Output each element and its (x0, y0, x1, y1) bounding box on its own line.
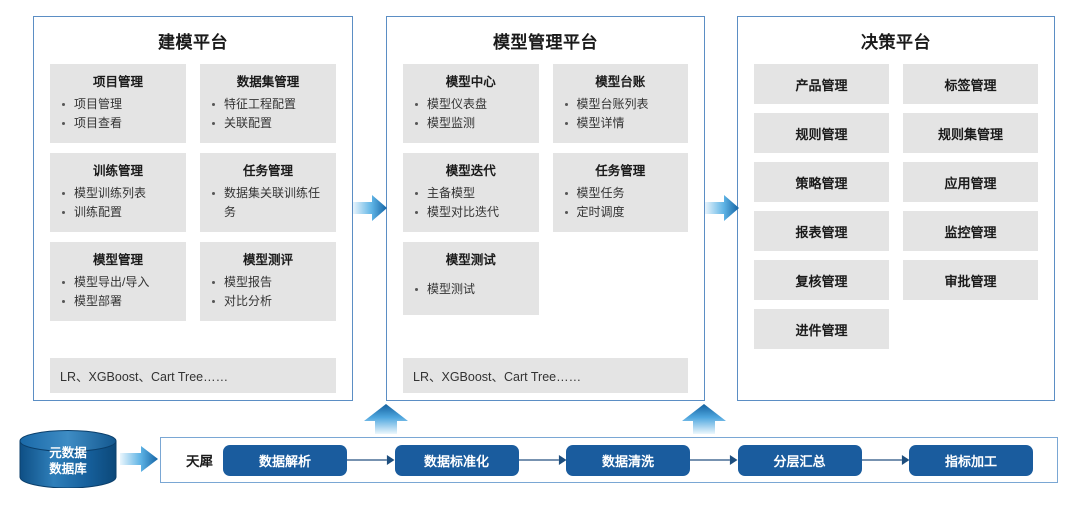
data-pipeline-container: 天犀 数据解析 数据标准化 数据清洗 分层汇总 (160, 437, 1058, 483)
card-title: 任务管理 (595, 163, 646, 178)
card-item-list: 模型测试 (413, 280, 529, 299)
tile-grid: 产品管理 标签管理 规则管理 规则集管理 策略管理 应用管理 报表管理 监控管理… (754, 64, 1038, 349)
card-title: 模型测试 (445, 252, 496, 267)
card-task-management[interactable]: 任务管理 模型任务 定时调度 (552, 152, 688, 232)
arrow-right-icon-db-to-pipeline (120, 445, 158, 473)
pipeline-connector-arrow-4 (861, 445, 909, 476)
list-item[interactable]: 特征工程配置 (210, 95, 326, 114)
list-item[interactable]: 模型部署 (60, 292, 176, 311)
card-title: 项目管理 (92, 75, 143, 89)
card-model-management[interactable]: 模型管理 模型导出/导入 模型部署 (50, 241, 186, 321)
panel-title: 决策平台 (861, 33, 931, 52)
list-item[interactable]: 模型监测 (413, 114, 529, 133)
list-item[interactable]: 模型测试 (413, 280, 529, 299)
list-item[interactable]: 关联配置 (210, 114, 326, 133)
card-training-management[interactable]: 训练管理 模型训练列表 训练配置 (50, 152, 186, 232)
card-task-management[interactable]: 任务管理 数据集关联训练任务 (200, 152, 336, 232)
list-item[interactable]: 对比分析 (210, 292, 326, 311)
panel-title: 模型管理平台 (493, 33, 598, 52)
tile-approval-management[interactable]: 审批管理 (903, 260, 1038, 300)
pipeline-step-data-standardization[interactable]: 数据标准化 (394, 444, 519, 476)
metadata-database-cylinder: 元数据 数据库 (18, 430, 118, 489)
pipeline-step-data-parsing[interactable]: 数据解析 (223, 444, 347, 476)
card-model-evaluation[interactable]: 模型测评 模型报告 对比分析 (200, 241, 336, 321)
tile-review-management[interactable]: 复核管理 (754, 260, 889, 300)
list-item[interactable]: 模型对比迭代 (413, 203, 529, 222)
card-title: 模型中心 (445, 75, 496, 89)
card-item-list: 模型报告 对比分析 (210, 273, 326, 312)
pipeline-system-label: 天犀 (186, 454, 213, 469)
card-item-list: 模型台账列表 模型详情 (563, 95, 679, 134)
pipeline-connector-arrow-3 (690, 445, 738, 476)
tile-ruleset-management[interactable]: 规则集管理 (903, 113, 1038, 153)
arrow-right-icon-model-to-decision (705, 194, 739, 222)
card-grid: 项目管理 项目管理 项目查看 数据集管理 特征工程配置 关联配置 训练管理 模型… (50, 64, 336, 321)
tile-intake-management[interactable]: 进件管理 (754, 309, 889, 349)
tile-product-management[interactable]: 产品管理 (754, 64, 889, 104)
card-project-management[interactable]: 项目管理 项目管理 项目查看 (50, 64, 186, 143)
tile-monitor-management[interactable]: 监控管理 (903, 211, 1038, 251)
tile-report-management[interactable]: 报表管理 (754, 211, 889, 251)
tile-placeholder (903, 309, 1038, 349)
card-item-list: 项目管理 项目查看 (60, 95, 176, 134)
arrow-right-icon-modeling-to-model (353, 194, 387, 222)
list-item[interactable]: 定时调度 (563, 203, 679, 222)
card-title: 模型测评 (242, 252, 293, 267)
pipeline-step-layered-aggregation[interactable]: 分层汇总 (737, 444, 862, 476)
panel-modeling-platform: 建模平台 项目管理 项目管理 项目查看 数据集管理 特征工程配置 关联配置 训练… (33, 16, 353, 401)
list-item[interactable]: 项目管理 (60, 95, 176, 114)
card-item-list: 数据集关联训练任务 (210, 184, 326, 223)
list-item[interactable]: 模型台账列表 (563, 95, 679, 114)
card-model-center[interactable]: 模型中心 模型仪表盘 模型监测 (403, 64, 539, 143)
pipeline-step-metric-processing[interactable]: 指标加工 (909, 444, 1033, 476)
arrow-up-icon-pipeline-to-model-mgmt (682, 404, 726, 434)
list-item[interactable]: 模型详情 (563, 114, 679, 133)
card-item-list: 模型导出/导入 模型部署 (60, 273, 176, 312)
list-item[interactable]: 模型任务 (563, 184, 679, 203)
tile-strategy-management[interactable]: 策略管理 (754, 162, 889, 202)
card-item-list: 模型训练列表 训练配置 (60, 184, 176, 223)
tile-application-management[interactable]: 应用管理 (903, 162, 1038, 202)
card-title: 任务管理 (242, 163, 293, 178)
pipeline-step-data-cleaning[interactable]: 数据清洗 (566, 444, 690, 476)
card-model-test[interactable]: 模型测试 模型测试 (403, 241, 539, 315)
list-item[interactable]: 模型导出/导入 (60, 273, 176, 292)
card-title: 模型台账 (595, 75, 646, 89)
pipeline-connector-arrow-2 (518, 445, 566, 476)
list-item[interactable]: 模型训练列表 (60, 184, 176, 203)
card-title: 数据集管理 (236, 75, 300, 89)
list-item[interactable]: 训练配置 (60, 203, 176, 222)
algorithm-bar: LR、XGBoost、Cart Tree…… (403, 358, 688, 393)
card-item-list: 主备模型 模型对比迭代 (413, 184, 529, 223)
pipeline-connector-arrow-1 (347, 445, 395, 476)
algorithm-bar: LR、XGBoost、Cart Tree…… (50, 358, 336, 393)
card-title: 模型迭代 (445, 163, 496, 178)
card-item-list: 模型仪表盘 模型监测 (413, 95, 529, 134)
list-item[interactable]: 数据集关联训练任务 (210, 184, 326, 223)
card-model-ledger[interactable]: 模型台账 模型台账列表 模型详情 (552, 64, 688, 143)
card-model-iteration[interactable]: 模型迭代 主备模型 模型对比迭代 (403, 152, 539, 232)
list-item[interactable]: 模型报告 (210, 273, 326, 292)
card-title: 模型管理 (92, 252, 143, 267)
card-item-list: 特征工程配置 关联配置 (210, 95, 326, 134)
list-item[interactable]: 主备模型 (413, 184, 529, 203)
card-dataset-management[interactable]: 数据集管理 特征工程配置 关联配置 (200, 64, 336, 143)
list-item[interactable]: 模型仪表盘 (413, 95, 529, 114)
list-item[interactable]: 项目查看 (60, 114, 176, 133)
card-title: 训练管理 (92, 163, 143, 178)
card-item-list: 模型任务 定时调度 (563, 184, 679, 223)
card-grid: 模型中心 模型仪表盘 模型监测 模型台账 模型台账列表 模型详情 模型迭代 主备… (403, 64, 688, 315)
panel-decision-platform: 决策平台 产品管理 标签管理 规则管理 规则集管理 策略管理 应用管理 报表管理… (737, 16, 1055, 401)
tile-tag-management[interactable]: 标签管理 (903, 64, 1038, 104)
arrow-up-icon-pipeline-to-modeling (364, 404, 408, 434)
panel-model-management-platform: 模型管理平台 模型中心 模型仪表盘 模型监测 模型台账 模型台账列表 模型详情 … (386, 16, 705, 401)
tile-rule-management[interactable]: 规则管理 (754, 113, 889, 153)
panel-title: 建模平台 (158, 33, 228, 52)
